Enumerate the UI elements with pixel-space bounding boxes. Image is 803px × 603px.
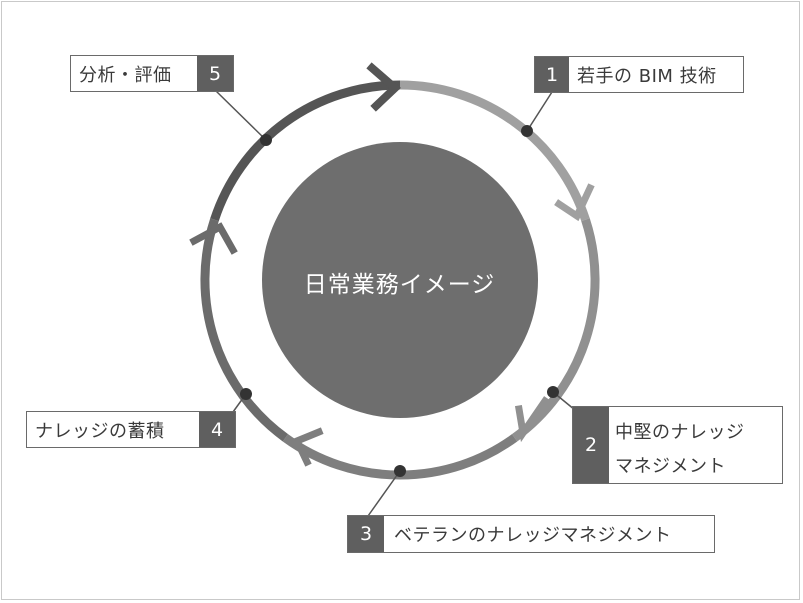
arc-step-1 [399,80,590,222]
connector-1 [526,91,553,132]
step-4-number: 4 [199,412,235,447]
step-2-text-line2: マネジメント [615,456,726,477]
connector-5 [215,90,267,141]
step-4-text: ナレッジの蓄積 [35,420,165,442]
dot-1 [521,125,533,137]
step-2-text-line1: 中堅のナレッジ [615,422,745,443]
dot-5 [260,134,272,146]
step-1-label-box: 1 若手の BIM 技術 [534,56,744,93]
arrow-head-5 [189,222,238,255]
step-1-number: 1 [535,57,569,92]
step-3-number: 3 [348,516,384,552]
connector-3 [367,470,401,517]
step-2-label-box: 2 中堅のナレッジ マネジメント [572,406,783,484]
arrow-head-3 [514,396,550,443]
step-5-text: 分析・評価 [79,64,172,86]
step-2-number: 2 [573,407,609,483]
step-5-label-box: 分析・評価 5 [70,55,234,92]
step-3-text: ベテランのナレッジマネジメント [394,525,672,546]
arc-step-2 [511,218,600,442]
center-circle [262,142,538,418]
dot-2 [547,386,559,398]
arrow-head-4 [292,427,324,467]
step-5-number: 5 [197,56,233,91]
step-1-text: 若手の BIM 技術 [577,65,717,87]
arrow-head-1 [366,62,401,112]
dot-4 [240,388,252,400]
arrow-head-2 [554,183,595,222]
arc-step-5 [210,80,401,222]
arc-step-4 [200,218,289,442]
step-3-label-box: 3 ベテランのナレッジマネジメント [347,515,715,553]
center-label: 日常業務イメージ [303,272,496,298]
dot-3 [394,465,406,477]
step-4-label-box: ナレッジの蓄積 4 [26,411,236,448]
